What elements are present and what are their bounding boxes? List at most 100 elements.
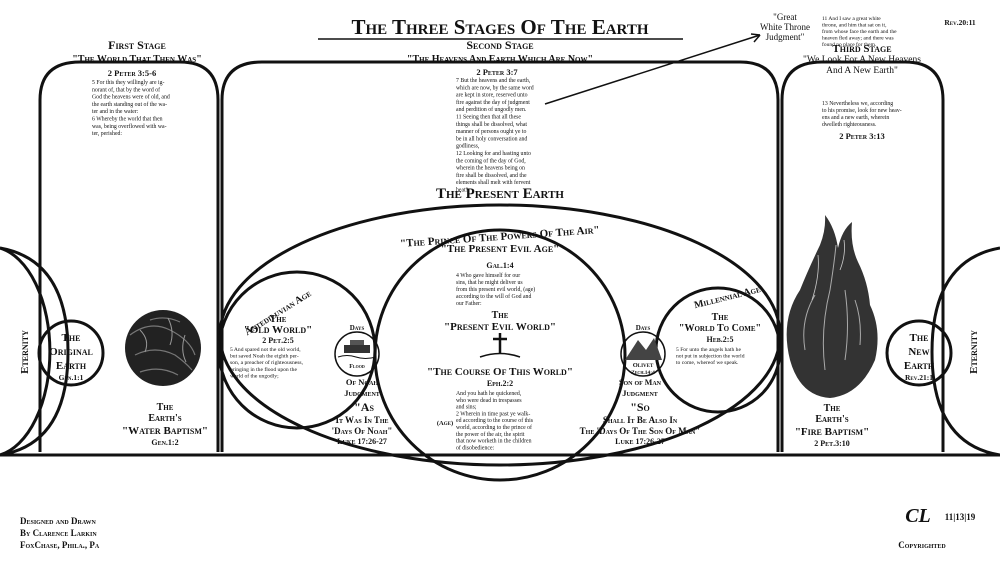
date-label: 11|13|19 — [945, 512, 976, 522]
third-subtitle-line: And A New Earth" — [826, 66, 898, 76]
eph-verse-line: And you hath he quickened, — [456, 391, 522, 397]
second-verse-line: wherein the heavens being on — [456, 166, 525, 172]
judgment-verse-line: heaven fled away; and there was — [822, 35, 894, 42]
water-line3: "Water Baptism" — [122, 425, 208, 437]
gal-verse-line: our Father: — [456, 301, 482, 307]
third-verse-line: 13 Nevertheless we, according — [822, 101, 893, 107]
first-stage-heading: First Stage — [108, 38, 166, 52]
present-earth-heading: The Present Earth — [436, 186, 564, 202]
cross-icon — [480, 333, 520, 357]
old-world-verse-line: but saved Noah the eighth per- — [230, 354, 299, 360]
third-stage-heading: Third Stage — [832, 43, 891, 55]
flood-label: Flood — [349, 364, 365, 370]
present-evil-world-title: "Present Evil World" — [444, 321, 556, 333]
world-to-come-title: "World To Come" — [679, 323, 761, 334]
second-verse-line: the coming of the day of God, — [456, 157, 526, 164]
original-earth-ref: Gen.1:1 — [59, 373, 84, 382]
fire-line2: Earth's — [815, 414, 848, 425]
second-stage-verses: 7 But the heavens and the earth,which ar… — [456, 78, 534, 194]
first-verse-line: God the heavens were of old, and — [92, 94, 170, 101]
eph-ref: Eph.2:2 — [487, 379, 513, 388]
millennial-verse-line: to come, whereof we speak. — [676, 359, 739, 366]
course-of-world-label: "The Course Of This World" — [427, 366, 573, 378]
second-verse-line: manner of persons ought ye to — [456, 128, 526, 135]
present-evil-age-label: "The Present Evil Age" — [441, 243, 560, 255]
it-was-label: It Was In The — [335, 415, 388, 425]
gal-verse-line: 4 Who gave himself for our — [456, 272, 520, 279]
as-label: "As — [354, 400, 374, 414]
water-baptism-globe — [125, 310, 201, 386]
eph-verse-line: the power of the air, the spirit — [456, 431, 525, 438]
world-to-come-ref: Heb.2:5 — [707, 335, 734, 344]
second-verse-line: are kept in store, reserved unto — [456, 93, 528, 99]
millennial-verse-line: not put in subjection the world — [676, 354, 745, 360]
noah-days-label: Days — [350, 324, 365, 332]
water-line1: The — [157, 402, 174, 413]
judgment-label-line: "Great — [773, 12, 797, 22]
first-verse-line: norant of, that by the word of — [92, 86, 160, 93]
original-earth-line2: Earth — [56, 360, 87, 372]
first-verse-line: the earth standing out of the wa- — [92, 101, 167, 108]
days-of-noah-label: 'Days Of Noah" — [332, 426, 393, 436]
second-verse-line: and perdition of ungodly men. — [456, 106, 527, 113]
eph-verse-line: ed according to the course of this — [456, 417, 534, 424]
millennial-verse-line: 5 For unto the angels hath he — [676, 347, 741, 353]
fire-line1: The — [824, 403, 841, 414]
new-earth-ref: Rev.21:1 — [905, 373, 933, 382]
son-luke-ref: Luke 17:26-27 — [615, 437, 665, 446]
judgment-verse-line: from whose face the earth and the — [822, 28, 897, 35]
eph-verse-line: of disobedience: — [456, 444, 495, 451]
olivet-label: Olivet — [633, 362, 654, 369]
third-stage-ref: 2 Peter 3:13 — [839, 131, 885, 141]
second-verse-line: 12 Looking for and hasting unto — [456, 150, 531, 157]
eternity-right-label: Eternity — [968, 330, 980, 374]
new-earth-the: The — [910, 332, 929, 344]
second-verse-line: things shall be dissolved, what — [456, 122, 527, 128]
first-verse-line: ter, perished: — [92, 131, 122, 137]
third-verse-line: ens and a new earth, wherein — [822, 115, 889, 121]
page-title: The Three Stages Of The Earth — [351, 15, 648, 39]
gal-verse-line: according to the will of God and — [456, 293, 531, 300]
credit-line-2: By Clarence Larkin — [20, 528, 97, 538]
ark-icon — [338, 340, 376, 359]
first-verse-line: 5 For this they willingly are ig- — [92, 80, 165, 86]
water-ref: Gen.1:2 — [151, 438, 178, 447]
gal-verse-line: sins, that he might deliver us — [456, 280, 523, 286]
first-stage-verses: 5 For this they willingly are ig-norant … — [92, 80, 170, 137]
new-earth-line2: Earth — [904, 360, 935, 372]
original-earth-the: The — [62, 332, 81, 344]
monogram: CL — [905, 505, 931, 527]
second-stage-subtitle: "The Heavens And Earth Which Are Now" — [407, 54, 593, 65]
judgment-label-line: White Throne — [760, 22, 810, 32]
noah-luke-ref: Luke 17:26-27 — [337, 437, 387, 446]
zech-ref: Zech.14:4 — [631, 370, 655, 376]
original-earth-line1: Original — [49, 346, 93, 358]
old-world-ref: 2 Pet.2:5 — [262, 336, 294, 345]
present-world-the: The — [492, 310, 509, 321]
second-verse-line: 7 But the heavens and the earth, — [456, 78, 531, 84]
new-earth-line1: New — [908, 346, 929, 358]
first-verse-line: was, being overflowed with wa- — [92, 123, 167, 130]
judgment-verse-line: 11 And I saw a great white — [822, 16, 881, 22]
eph-verses: And you hath he quickened,who were dead … — [456, 391, 534, 451]
first-verse-line: 6 Whereby the world that then — [92, 117, 163, 123]
eph-verse-line: world, according to the prince of — [456, 424, 532, 431]
old-world-verse-line: 5 And spared not the old world, — [230, 347, 301, 353]
so-label: "So — [630, 400, 650, 414]
second-verse-line: be in all holy conversation and — [456, 136, 527, 142]
second-verse-line: fire against the day of judgment — [456, 99, 530, 106]
first-stage-subtitle: "The World That Then Was" — [72, 54, 202, 65]
second-stage-ref: 2 Peter 3:7 — [476, 67, 518, 77]
gal-verse-line: from this present evil world, (age) — [456, 286, 535, 293]
son-judgment-label: Judgment — [622, 388, 658, 398]
of-noah-label: Of Noah — [346, 377, 379, 387]
judgment-ref: Rev.20:11 — [944, 18, 976, 27]
third-subtitle-line: "We Look For A New Heavens — [803, 55, 921, 65]
copyright-label: Copyrighted — [898, 540, 946, 550]
days-son-label: The 'Days Of The Son Of Man" — [580, 426, 701, 436]
